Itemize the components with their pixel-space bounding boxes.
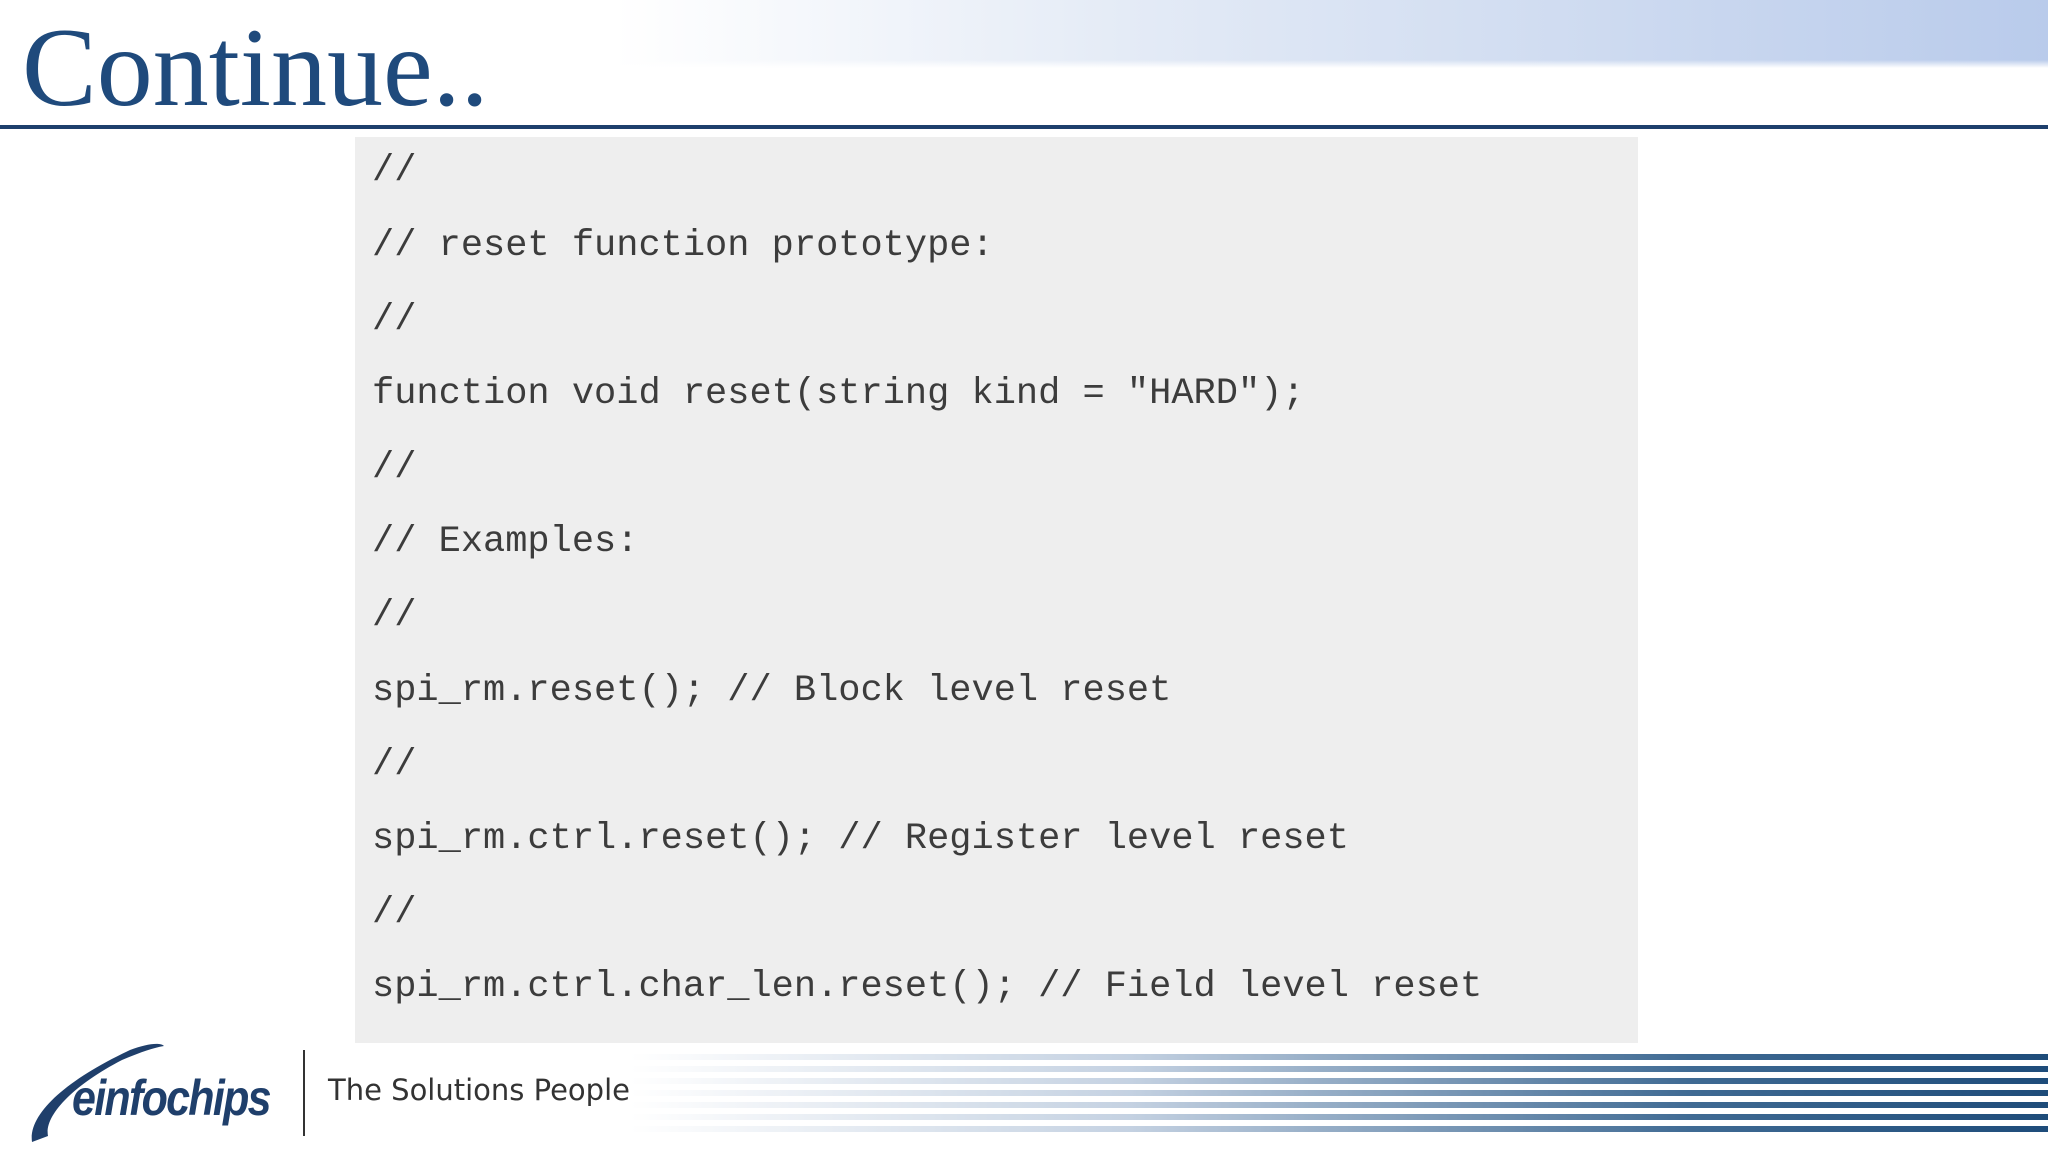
code-line: // reset function prototype: (372, 225, 994, 267)
code-line: function void reset(string kind = "HARD"… (372, 373, 1305, 415)
code-line: spi_rm.ctrl.reset(); // Register level r… (372, 818, 1349, 860)
footer-stripe (630, 1126, 2048, 1132)
title-underline-rule (0, 125, 2048, 129)
footer-stripe (630, 1090, 2048, 1096)
code-block: // // reset function prototype: // funct… (355, 137, 1638, 1043)
slide-title: Continue.. (22, 6, 489, 130)
einfochips-logo: einfochips (26, 1036, 286, 1146)
footer-stripe (630, 1054, 2048, 1060)
code-line: // (372, 892, 417, 934)
logo-wordmark: einfochips (72, 1070, 272, 1126)
tagline: The Solutions People (328, 1073, 630, 1107)
code-line: // (372, 150, 417, 192)
footer-stripe (630, 1114, 2048, 1120)
code-line: // (372, 744, 417, 786)
footer-stripe (630, 1078, 2048, 1084)
code-line: spi_rm.reset(); // Block level reset (372, 670, 1172, 712)
footer-stripe (630, 1066, 2048, 1072)
footer-stripe (630, 1102, 2048, 1108)
code-line: // (372, 299, 417, 341)
footer: einfochips The Solutions People (0, 1030, 2048, 1152)
einfochips-swoosh-logo-icon (31, 1043, 164, 1142)
footer-divider (303, 1050, 305, 1136)
footer-stripes (630, 1054, 2048, 1150)
code-line: // Examples: (372, 521, 639, 563)
code-line: // (372, 447, 417, 489)
code-line: spi_rm.ctrl.char_len.reset(); // Field l… (372, 966, 1483, 1008)
header-gradient-band (0, 0, 2048, 68)
code-line: // (372, 595, 417, 637)
